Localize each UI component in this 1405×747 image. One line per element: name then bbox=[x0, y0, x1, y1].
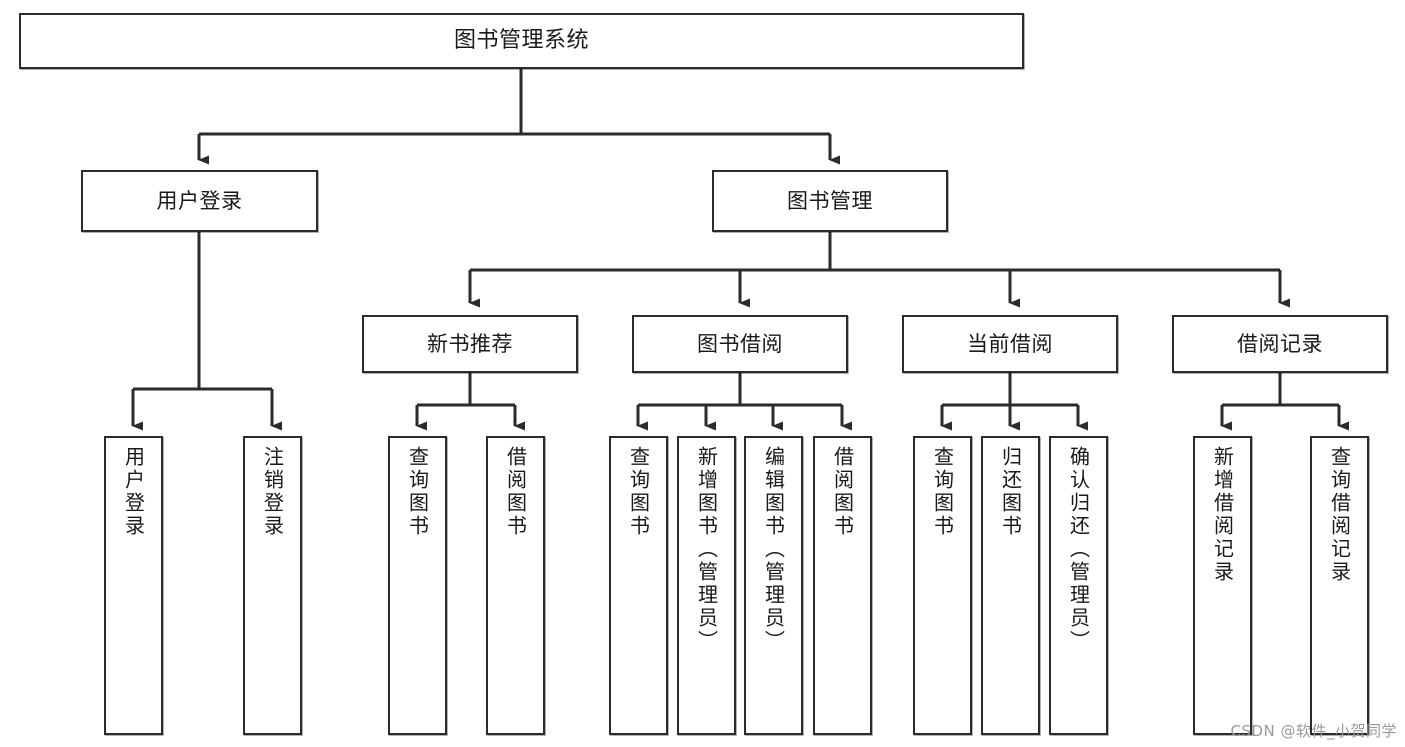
leaf-query-book-recommend[interactable]: 查询图书 bbox=[388, 436, 447, 735]
node-label: 确认归还（管理员） bbox=[1066, 446, 1091, 653]
leaf-add-book[interactable]: 新增图书（管理员） bbox=[677, 436, 736, 735]
node-label: 新书推荐 bbox=[427, 331, 513, 356]
node-label: 借阅记录 bbox=[1237, 331, 1323, 356]
node-label: 归还图书 bbox=[998, 446, 1023, 538]
node-label: 查询借阅记录 bbox=[1327, 446, 1352, 584]
node-label: 新增图书（管理员） bbox=[694, 446, 719, 653]
node-label: 查询图书 bbox=[930, 446, 955, 538]
node-new-book-rec[interactable]: 新书推荐 bbox=[362, 315, 578, 373]
node-label: 借阅图书 bbox=[503, 446, 528, 538]
leaf-borrow-book-recommend[interactable]: 借阅图书 bbox=[486, 436, 545, 735]
node-label: 用户登录 bbox=[121, 446, 146, 538]
node-label: 图书管理系统 bbox=[453, 28, 589, 54]
node-label: 用户登录 bbox=[156, 188, 243, 213]
node-current-borrow[interactable]: 当前借阅 bbox=[902, 315, 1118, 373]
node-borrow-record[interactable]: 借阅记录 bbox=[1172, 315, 1388, 373]
node-root-system[interactable]: 图书管理系统 bbox=[19, 13, 1024, 69]
node-label: 注销登录 bbox=[260, 446, 285, 538]
node-user-login[interactable]: 用户登录 bbox=[81, 170, 318, 232]
node-label: 图书管理 bbox=[787, 188, 873, 213]
node-label: 当前借阅 bbox=[967, 331, 1053, 356]
node-label: 编辑图书（管理员） bbox=[761, 446, 786, 653]
leaf-return-book[interactable]: 归还图书 bbox=[981, 436, 1040, 735]
node-label: 查询图书 bbox=[626, 446, 651, 538]
node-label: 新增借阅记录 bbox=[1210, 446, 1235, 584]
node-label: 查询图书 bbox=[405, 446, 430, 538]
node-label: 图书借阅 bbox=[697, 331, 783, 356]
leaf-query-borrow-record[interactable]: 查询借阅记录 bbox=[1310, 436, 1369, 735]
leaf-query-book-borrow[interactable]: 查询图书 bbox=[609, 436, 668, 735]
leaf-query-book-current[interactable]: 查询图书 bbox=[913, 436, 972, 735]
leaf-confirm-return[interactable]: 确认归还（管理员） bbox=[1049, 436, 1108, 735]
node-book-borrow[interactable]: 图书借阅 bbox=[632, 315, 848, 373]
node-label: 借阅图书 bbox=[830, 446, 855, 538]
leaf-edit-book[interactable]: 编辑图书（管理员） bbox=[744, 436, 803, 735]
leaf-borrow-book[interactable]: 借阅图书 bbox=[813, 436, 872, 735]
node-book-manage[interactable]: 图书管理 bbox=[712, 170, 948, 232]
leaf-user-login[interactable]: 用户登录 bbox=[104, 436, 163, 735]
leaf-add-borrow-record[interactable]: 新增借阅记录 bbox=[1193, 436, 1252, 735]
csdn-watermark: CSDN @软件_小贺同学 bbox=[1230, 722, 1397, 740]
leaf-user-logout[interactable]: 注销登录 bbox=[243, 436, 302, 735]
